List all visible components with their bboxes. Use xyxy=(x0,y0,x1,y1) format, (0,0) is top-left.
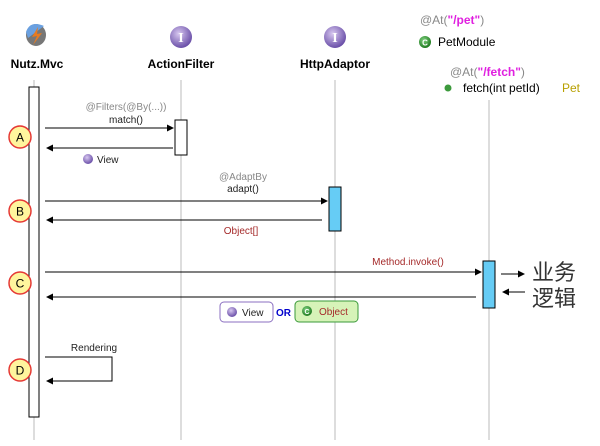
module-at-annotation: @At("/pet") xyxy=(420,13,484,27)
view-return-label: View xyxy=(97,155,119,166)
actor-actionfilter: ActionFilter xyxy=(148,57,215,71)
svg-text:A: A xyxy=(16,131,24,145)
match-call: match() xyxy=(109,115,143,126)
or-label: OR xyxy=(276,308,292,319)
object-array-return-label: Object[] xyxy=(224,226,259,237)
step-badge-a: A xyxy=(8,125,32,149)
nutz-logo-icon xyxy=(26,24,46,46)
module-name: PetModule xyxy=(438,35,496,49)
rendering-label: Rendering xyxy=(71,343,117,354)
svg-text:D: D xyxy=(16,364,25,378)
svg-text:C: C xyxy=(304,309,309,316)
object-result-label: Object xyxy=(319,307,348,318)
rendering-self-arrow xyxy=(45,356,113,385)
actor-nutz-mvc: Nutz.Mvc xyxy=(11,57,64,71)
svg-text:I: I xyxy=(332,31,337,46)
view-result-box xyxy=(219,301,274,323)
step-badge-d: D xyxy=(8,358,32,382)
svg-text:C: C xyxy=(422,39,428,48)
interface-icon xyxy=(227,307,237,317)
actionfilter-activation xyxy=(174,119,188,156)
adapt-call: adapt() xyxy=(227,184,259,195)
invoke-call: Method.invoke() xyxy=(372,257,444,268)
method-signature: fetch(int petId) xyxy=(463,81,540,95)
class-icon: C xyxy=(302,306,312,316)
business-logic-line1: 业务 xyxy=(532,260,576,285)
class-icon: C xyxy=(419,36,431,48)
view-result-label: View xyxy=(242,308,264,319)
httpadaptor-activation xyxy=(328,186,342,232)
method-return-type: Pet xyxy=(562,81,581,95)
interface-icon: I xyxy=(170,26,192,48)
svg-text:I: I xyxy=(178,31,183,46)
interface-icon: I xyxy=(324,26,346,48)
object-result-box xyxy=(294,300,359,323)
method-icon xyxy=(444,84,452,92)
petmodule-activation xyxy=(482,260,496,309)
svg-text:C: C xyxy=(16,277,25,291)
nutz-activation xyxy=(28,86,40,418)
method-at-annotation: @At("/fetch") xyxy=(450,65,525,79)
step-badge-c: C xyxy=(8,271,32,295)
interface-icon xyxy=(83,154,93,164)
filters-annotation: @Filters(@By(...)) xyxy=(86,102,167,113)
adaptby-annotation: @AdaptBy xyxy=(219,172,267,183)
business-logic-line2: 逻辑 xyxy=(532,286,576,311)
actor-httpadaptor: HttpAdaptor xyxy=(300,57,370,71)
step-badge-b: B xyxy=(8,199,32,223)
svg-text:B: B xyxy=(16,205,24,219)
